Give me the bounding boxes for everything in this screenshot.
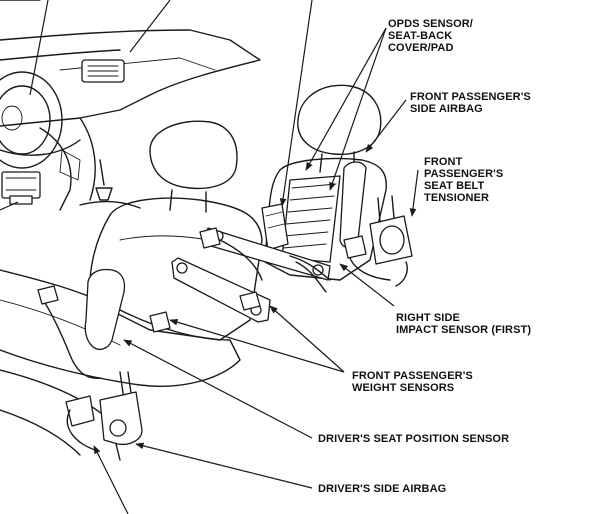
label-opds-sensor: OPDS SENSOR/ SEAT-BACK COVER/PAD [388, 18, 473, 54]
leader-lines [0, 0, 419, 514]
label-line: IMPACT SENSOR (FIRST) [396, 324, 532, 336]
label-line: FRONT PASSENGER'S [352, 370, 473, 382]
dashboard-drawing [0, 0, 261, 211]
label-driver-side-airbag: DRIVER'S SIDE AIRBAG [318, 483, 446, 495]
label-passenger-side-airbag: FRONT PASSENGER'S SIDE AIRBAG [410, 91, 531, 115]
label-line: OPDS SENSOR/ [388, 18, 473, 30]
label-line: DRIVER'S SEAT POSITION SENSOR [318, 433, 510, 445]
label-line: WEIGHT SENSORS [352, 382, 455, 394]
label-line: FRONT PASSENGER'S [410, 91, 531, 103]
label-line: RIGHT SIDE [396, 312, 460, 324]
label-seat-belt-tensioner: FRONT PASSENGER'S SEAT BELT TENSIONER [424, 156, 503, 204]
label-line: SIDE AIRBAG [410, 103, 483, 115]
label-line: PASSENGER'S [424, 168, 504, 180]
label-line: SEAT-BACK [388, 30, 453, 42]
label-line: SEAT BELT [424, 180, 485, 192]
label-line: COVER/PAD [388, 42, 454, 54]
label-right-side-impact-sensor: RIGHT SIDE IMPACT SENSOR (FIRST) [396, 312, 531, 336]
tensioner-drawing [343, 195, 413, 287]
driver-seat-drawing [0, 120, 263, 461]
label-driver-seat-position-sensor: DRIVER'S SEAT POSITION SENSOR [318, 433, 509, 445]
label-weight-sensors: FRONT PASSENGER'S WEIGHT SENSORS [352, 370, 473, 394]
label-line: TENSIONER [424, 192, 490, 204]
passenger-seat-drawing [149, 84, 387, 333]
label-line: DRIVER'S SIDE AIRBAG [318, 483, 447, 495]
label-line: FRONT [424, 156, 463, 168]
seat-position-sensor-drawing [65, 371, 143, 451]
